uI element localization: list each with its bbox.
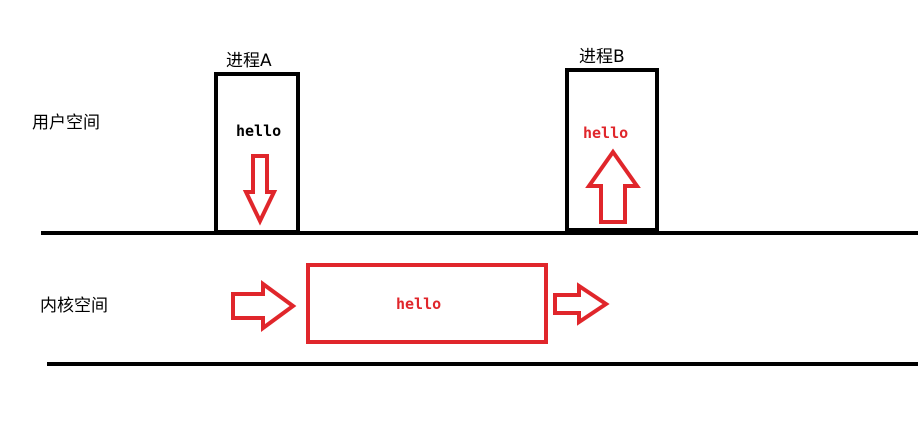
process-a-box [214, 72, 300, 234]
down-arrow-icon [242, 154, 278, 226]
kernel-space-label: 内核空间 [40, 296, 108, 316]
process-a-title: 进程A [226, 51, 272, 71]
right-arrow-icon [231, 280, 297, 332]
process-b-message: hello [583, 124, 629, 142]
user-space-label: 用户空间 [32, 113, 100, 133]
process-b-title: 进程B [579, 47, 625, 67]
process-a-message: hello [236, 122, 282, 140]
right-arrow-icon [553, 282, 610, 326]
user-kernel-boundary-line [41, 231, 918, 235]
kernel-buffer-message: hello [396, 295, 442, 313]
kernel-buffer-box [306, 263, 548, 344]
kernel-bottom-line [47, 362, 918, 366]
up-arrow-icon [585, 148, 641, 224]
